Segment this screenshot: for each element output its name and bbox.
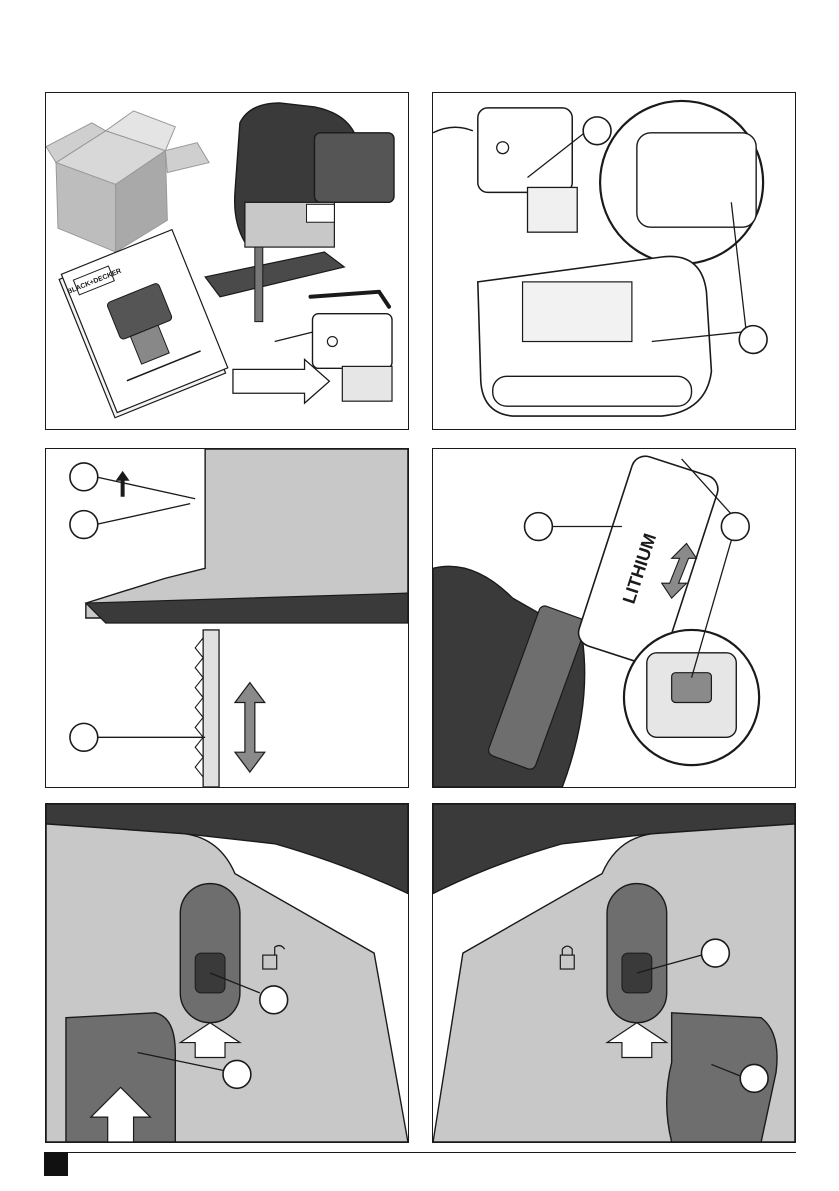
double-arrow-icon [235, 683, 265, 772]
callout-charger [583, 117, 611, 145]
jigsaw-tool-icon [205, 103, 394, 322]
jigsaw-body-icon [86, 449, 408, 618]
charger-detail-icon [637, 133, 756, 227]
cardboard-box-icon [46, 111, 209, 252]
callout-trigger-right [740, 1064, 768, 1092]
charger-battery-illustration [433, 93, 795, 429]
figure-blade-clamp [45, 448, 409, 788]
callout-blade [70, 723, 98, 751]
switch-lock-right-illustration [433, 804, 795, 1142]
callout-lock-button-left [260, 986, 288, 1014]
hex-key-icon [311, 292, 390, 307]
figure-battery-insertion: LITHIUM [432, 448, 796, 788]
figure-switch-lock-left [45, 803, 409, 1143]
blade-clamp-illustration [46, 449, 408, 787]
figure-charger-battery [432, 92, 796, 430]
callout-trigger-left [223, 1060, 251, 1088]
battery-insertion-illustration: LITHIUM [433, 449, 795, 787]
saw-blade-icon [195, 630, 219, 787]
page-marker-block [44, 1152, 68, 1176]
package-contents-illustration: BLACK+DECKER [46, 93, 408, 429]
figure-package-contents: BLACK+DECKER [45, 92, 409, 430]
callout-clamp-lever [70, 463, 98, 491]
figure-switch-lock-right [432, 803, 796, 1143]
battery-pack-icon [478, 256, 712, 416]
footer-rule [44, 1152, 796, 1153]
charger-unit-icon [478, 108, 577, 232]
switch-lock-left-illustration [46, 804, 408, 1142]
callout-blade-holder [70, 511, 98, 539]
callout-battery-contact [721, 513, 749, 541]
callout-lock-button-right [701, 939, 729, 967]
callout-battery [739, 326, 767, 354]
callout-battery-release [525, 513, 553, 541]
instruction-manual-icon: BLACK+DECKER [58, 230, 230, 418]
